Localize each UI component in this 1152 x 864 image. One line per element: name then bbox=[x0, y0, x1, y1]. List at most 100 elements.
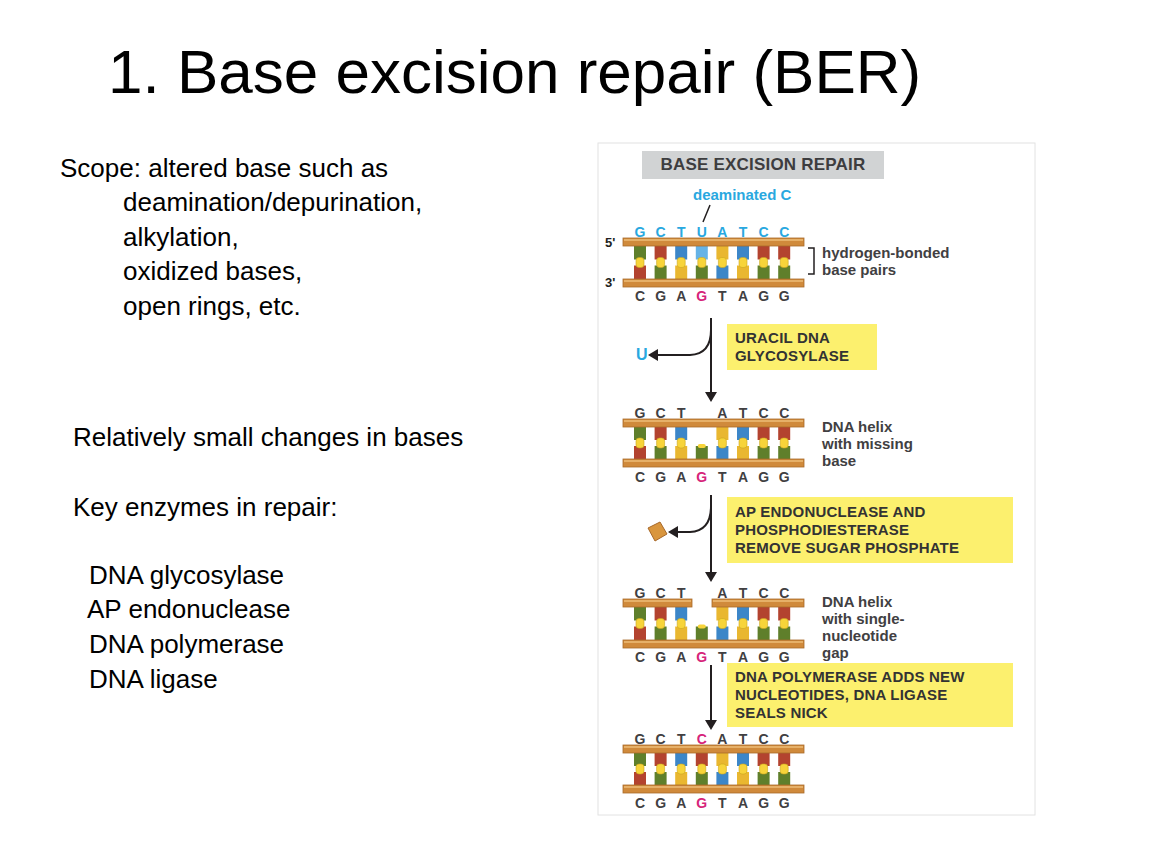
strand-highlight bbox=[624, 786, 803, 788]
hydrogen-bond bbox=[657, 258, 665, 268]
sequence-letter: A bbox=[714, 731, 730, 747]
arrow-head bbox=[705, 572, 717, 582]
sequence-letter: T bbox=[735, 585, 751, 601]
node-text: AP ENDONUCLEASE AND PHOSPHODIESTERASE RE… bbox=[735, 503, 967, 557]
hydrogen-bond bbox=[657, 764, 665, 774]
hydrogen-bond bbox=[718, 438, 726, 448]
sequence-letter: G bbox=[776, 795, 792, 811]
sequence-letter: C bbox=[653, 405, 669, 421]
figure-panel bbox=[598, 143, 1035, 815]
sequence-letter: C bbox=[694, 731, 710, 747]
hydrogen-bond bbox=[636, 619, 644, 629]
sequence-letter: C bbox=[756, 585, 772, 601]
hydrogen-bond bbox=[677, 764, 685, 774]
callout-label: deaminated C bbox=[693, 186, 791, 203]
figure-annotation: hydrogen-bonded base pairs bbox=[822, 244, 972, 278]
hydrogen-bond bbox=[718, 619, 726, 629]
scope-item: alkylation, bbox=[123, 222, 239, 252]
hydrogen-bond bbox=[760, 764, 768, 774]
sequence-letter: G bbox=[632, 405, 648, 421]
sequence-letter: G bbox=[694, 795, 710, 811]
sequence-letter: G bbox=[694, 288, 710, 304]
hydrogen-bond bbox=[739, 619, 747, 629]
strand-highlight bbox=[624, 460, 803, 462]
sequence-letter: T bbox=[673, 224, 689, 240]
pointer-line bbox=[703, 205, 710, 222]
sequence-letter: G bbox=[694, 649, 710, 665]
hydrogen-bond bbox=[698, 764, 706, 774]
arrow-head bbox=[705, 720, 717, 730]
step-arrow bbox=[710, 318, 712, 394]
base-block bbox=[696, 627, 708, 641]
sequence-letter: A bbox=[673, 469, 689, 485]
sequence-letter: G bbox=[756, 288, 772, 304]
sequence-letter: G bbox=[776, 288, 792, 304]
sequence-letter: T bbox=[673, 731, 689, 747]
sequence-letter: C bbox=[653, 585, 669, 601]
sequence-letter: G bbox=[756, 469, 772, 485]
scope-text: Scope: altered base such as bbox=[60, 153, 388, 183]
strand-highlight bbox=[624, 239, 803, 241]
hydrogen-bond bbox=[739, 438, 747, 448]
sequence-letter: A bbox=[673, 288, 689, 304]
sequence-letter: G bbox=[776, 649, 792, 665]
note-text: Relatively small changes in bases bbox=[73, 422, 463, 452]
hydrogen-bond bbox=[677, 619, 685, 629]
hydrogen-bond bbox=[698, 444, 706, 448]
sequence-letter: G bbox=[653, 649, 669, 665]
sequence-letter: A bbox=[714, 585, 730, 601]
strand-highlight bbox=[624, 641, 803, 643]
hydrogen-bond bbox=[718, 258, 726, 268]
sequence-letter: C bbox=[632, 795, 648, 811]
enzyme-item: DNA ligase bbox=[89, 664, 218, 694]
sequence-letter: C bbox=[653, 731, 669, 747]
sequence-letter: A bbox=[673, 795, 689, 811]
sequence-letter: G bbox=[632, 731, 648, 747]
sequence-letter: G bbox=[632, 224, 648, 240]
sequence-letter: A bbox=[735, 469, 751, 485]
sequence-letter: C bbox=[756, 405, 772, 421]
sequence-letter: G bbox=[632, 585, 648, 601]
node-text: DNA POLYMERASE ADDS NEW NUCLEOTIDES, DNA… bbox=[735, 668, 969, 722]
sequence-letter: C bbox=[776, 731, 792, 747]
sequence-letter: G bbox=[776, 469, 792, 485]
hydrogen-bond bbox=[739, 258, 747, 268]
sequence-letter: T bbox=[714, 288, 730, 304]
node-text: BASE EXCISION REPAIR bbox=[648, 155, 878, 175]
sequence-letter: C bbox=[756, 731, 772, 747]
hydrogen-bond bbox=[780, 764, 788, 774]
arrow-head bbox=[668, 526, 678, 538]
sequence-letter: G bbox=[653, 469, 669, 485]
sequence-letter: G bbox=[653, 288, 669, 304]
hydrogen-bond bbox=[718, 764, 726, 774]
sequence-letter: C bbox=[776, 224, 792, 240]
hydrogen-bond bbox=[636, 438, 644, 448]
strand-highlight bbox=[624, 746, 803, 748]
sequence-letter: A bbox=[735, 795, 751, 811]
figure-header-band: BASE EXCISION REPAIR bbox=[642, 151, 884, 179]
hydrogen-bond bbox=[636, 764, 644, 774]
hydrogen-bond bbox=[760, 438, 768, 448]
enzyme-item: DNA polymerase bbox=[89, 629, 284, 659]
hydrogen-bond bbox=[657, 438, 665, 448]
slide-title: 1. Base excision repair (BER) bbox=[108, 38, 921, 106]
strand-backbone bbox=[623, 459, 804, 467]
strand-highlight bbox=[624, 280, 803, 282]
sequence-letter: G bbox=[694, 469, 710, 485]
strand-backbone bbox=[623, 785, 804, 793]
sequence-letter: U bbox=[694, 224, 710, 240]
hydrogen-bond bbox=[780, 619, 788, 629]
sequence-letter: C bbox=[776, 405, 792, 421]
strand-highlight bbox=[624, 420, 803, 422]
sequence-letter: G bbox=[756, 795, 772, 811]
released-base-label: U bbox=[636, 346, 648, 364]
hydrogen-bond bbox=[677, 258, 685, 268]
sequence-letter: T bbox=[714, 469, 730, 485]
figure-annotation: DNA helix with single-nucleotide gap bbox=[822, 593, 926, 661]
scope-item: oxidized bases, bbox=[123, 256, 302, 286]
strand-backbone bbox=[623, 419, 804, 427]
sequence-letter: G bbox=[653, 795, 669, 811]
enzyme-step-box: AP ENDONUCLEASE AND PHOSPHODIESTERASE RE… bbox=[727, 497, 1013, 563]
list-heading: Key enzymes in repair: bbox=[73, 492, 337, 522]
